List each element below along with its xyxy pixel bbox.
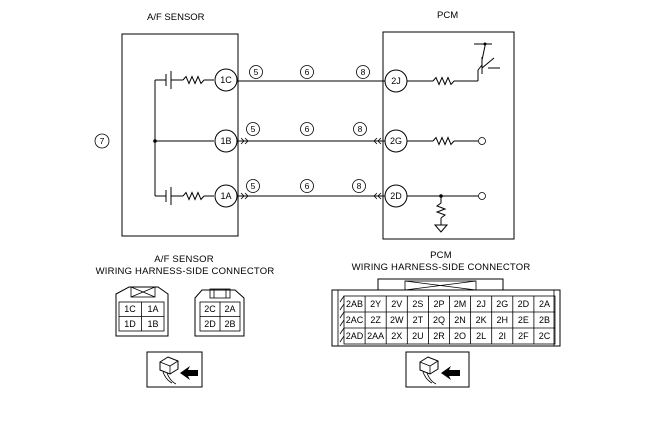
af-connector-left: 1C 1A 1D 1B: [115, 286, 169, 337]
pcm-cell-2d: 2D: [518, 299, 530, 309]
af-right-cell-2a: 2A: [224, 304, 235, 314]
pcm-connector-caption-2: WIRING HARNESS-SIDE CONNECTOR: [352, 262, 531, 273]
svg-text:8: 8: [357, 181, 362, 191]
pcm-cell-2a: 2A: [539, 299, 550, 309]
pcm-pin-2j: 2J: [384, 69, 408, 93]
pcm-cell-2f: 2F: [518, 331, 529, 341]
svg-text:6: 6: [305, 124, 310, 134]
pcm-connector: 2AB 2Y 2V 2S 2P 2M 2J 2G 2D 2A 2AC 2Z 2W 2T 2Q 2N 2K 2H 2E…: [331, 278, 561, 347]
af-sensor-internal-circuit: [153, 71, 214, 205]
af-left-cell-1b: 1B: [147, 319, 158, 329]
af-sensor-box: [121, 33, 239, 237]
svg-text:6: 6: [305, 181, 310, 191]
pcm-cell-2e: 2E: [518, 315, 529, 325]
wire-mark-row-3: 5 6 8: [246, 179, 366, 193]
pcm-cell-2o: 2O: [454, 331, 466, 341]
svg-text:2D: 2D: [390, 191, 402, 201]
af-harness-view-icon: [146, 351, 203, 388]
pcm-cell-2g: 2G: [496, 299, 508, 309]
pcm-cell-2c: 2C: [539, 331, 551, 341]
wire-mark-row-1: 5 6 8: [249, 65, 370, 79]
af-connector-caption-1: A/F SENSOR: [154, 254, 214, 265]
pcm-cell-2m: 2M: [454, 299, 467, 309]
svg-text:2J: 2J: [391, 76, 401, 86]
af-right-cell-2c: 2C: [204, 304, 216, 314]
svg-text:8: 8: [358, 124, 363, 134]
pcm-cell-2ac: 2AC: [346, 315, 364, 325]
svg-text:1B: 1B: [220, 136, 231, 146]
pcm-harness-view-icon: [405, 351, 470, 388]
af-left-cell-1a: 1A: [147, 304, 158, 314]
pcm-cell-2q: 2Q: [433, 315, 445, 325]
pcm-cell-2ab: 2AB: [346, 299, 363, 309]
af-right-cell-2d: 2D: [204, 319, 216, 329]
af-sensor-pin-1b: 1B: [214, 129, 238, 153]
pcm-cell-2x: 2X: [391, 331, 402, 341]
pcm-connector-caption-1: PCM: [430, 250, 452, 261]
pcm-cell-2b: 2B: [539, 315, 550, 325]
af-sensor-pin-1c: 1C: [214, 68, 238, 92]
pcm-cell-2n: 2N: [454, 315, 466, 325]
pcm-cell-2i: 2I: [498, 331, 506, 341]
pcm-cell-2aa: 2AA: [367, 331, 384, 341]
pcm-cell-2u: 2U: [412, 331, 424, 341]
harness-wires: [237, 80, 385, 200]
pcm-cell-2p: 2P: [433, 299, 444, 309]
pcm-cell-2k: 2K: [476, 315, 487, 325]
pcm-cell-2j: 2J: [476, 299, 486, 309]
af-left-cell-1c: 1C: [124, 304, 136, 314]
svg-text:5: 5: [254, 67, 259, 77]
pcm-box: [382, 31, 515, 240]
svg-text:5: 5: [251, 181, 256, 191]
svg-text:7: 7: [100, 136, 105, 146]
svg-text:5: 5: [251, 124, 256, 134]
svg-text:6: 6: [305, 67, 310, 77]
svg-text:1C: 1C: [220, 75, 232, 85]
pcm-cell-2v: 2V: [391, 299, 402, 309]
pcm-title: PCM: [437, 10, 458, 21]
pcm-cell-2h: 2H: [496, 315, 508, 325]
side-mark: 7: [94, 133, 110, 149]
svg-text:8: 8: [361, 67, 366, 77]
pcm-internal-circuit: [407, 42, 500, 233]
pcm-cell-2l: 2L: [476, 331, 486, 341]
pcm-cell-2y: 2Y: [370, 299, 381, 309]
pcm-cell-2r: 2R: [433, 331, 445, 341]
svg-text:2G: 2G: [390, 136, 402, 146]
af-right-cell-2b: 2B: [224, 319, 235, 329]
af-connector-caption-2: WIRING HARNESS-SIDE CONNECTOR: [96, 266, 275, 277]
wire-mark-row-2: 5 6 8: [246, 122, 367, 136]
pcm-cell-2z: 2Z: [370, 315, 381, 325]
svg-text:1A: 1A: [220, 191, 231, 201]
pcm-pin-2d: 2D: [384, 184, 408, 208]
af-sensor-title: A/F SENSOR: [147, 12, 205, 23]
af-sensor-pin-1a: 1A: [214, 184, 238, 208]
pcm-cell-2t: 2T: [413, 315, 424, 325]
pcm-pin-2g: 2G: [384, 129, 408, 153]
af-connector-right: 2C 2A 2D 2B: [194, 288, 245, 337]
af-left-cell-1d: 1D: [124, 319, 136, 329]
pcm-cell-2w: 2W: [390, 315, 404, 325]
pcm-cell-2s: 2S: [412, 299, 423, 309]
pcm-cell-2ad: 2AD: [346, 331, 364, 341]
